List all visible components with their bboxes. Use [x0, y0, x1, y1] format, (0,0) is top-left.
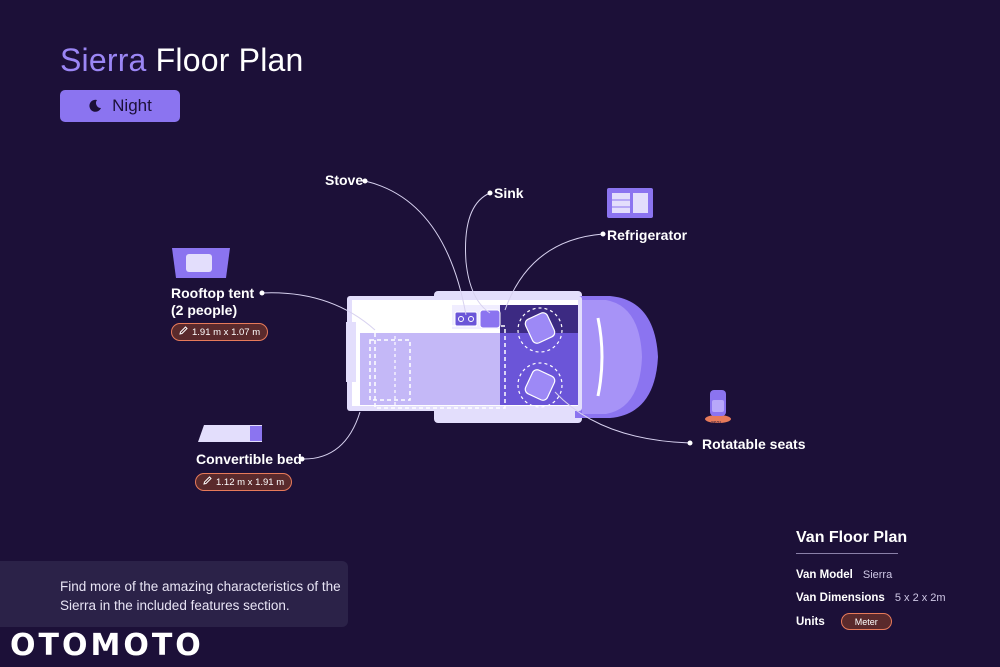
- spec-dimensions-value: 5 x 2 x 2m: [894, 592, 946, 604]
- leader-lines: [261, 180, 691, 460]
- spec-row-model: Van Model Sierra: [796, 569, 892, 581]
- refrigerator-label: Refrigerator: [607, 227, 688, 243]
- rooftop-tent-dimensions-badge: 1.91 m x 1.07 m: [171, 323, 269, 341]
- bed-icon: [198, 425, 262, 442]
- fridge-icon: [607, 188, 653, 218]
- van-outline: [346, 291, 658, 423]
- rooftop-tent-dimensions: 1.91 m x 1.07 m: [192, 326, 261, 338]
- mode-button-label: Night: [112, 96, 152, 115]
- pencil-icon: [203, 476, 212, 488]
- leader-dots: [259, 178, 693, 462]
- seat-icon: [705, 390, 731, 423]
- specs-title: Van Floor Plan: [796, 529, 908, 546]
- convertible-bed-dimensions: 1.12 m x 1.91 m: [216, 476, 285, 488]
- title-suffix: Floor Plan: [146, 42, 304, 78]
- sink-label: Sink: [494, 185, 524, 201]
- spec-row-dimensions: Van Dimensions 5 x 2 x 2m: [796, 592, 946, 604]
- rooftop-tent-capacity: (2 people): [171, 302, 238, 318]
- rooftop-tent-label: Rooftop tent (2 people): [171, 285, 254, 319]
- spec-dimensions-key: Van Dimensions: [796, 592, 885, 604]
- features-info-text: Find more of the amazing characteristics…: [60, 579, 341, 613]
- features-info-box: Find more of the amazing characteristics…: [0, 561, 348, 627]
- convertible-bed-dimensions-badge: 1.12 m x 1.91 m: [195, 473, 293, 491]
- seat-rotation-badge: 360°: [711, 421, 722, 427]
- page-title: Sierra Floor Plan: [60, 42, 304, 79]
- spec-model-key: Van Model: [796, 569, 853, 581]
- specs-divider: [796, 553, 898, 554]
- rooftop-tent-title: Rooftop tent: [171, 285, 255, 301]
- tent-icon: [172, 248, 230, 278]
- spec-model-value: Sierra: [862, 569, 893, 581]
- night-mode-button[interactable]: Night: [60, 90, 180, 122]
- spec-row-units: Units Meter: [796, 613, 892, 630]
- stove-label: Stove: [325, 172, 364, 188]
- rotatable-seats-label: Rotatable seats: [702, 436, 806, 452]
- pencil-icon: [179, 326, 188, 338]
- otomoto-logo[interactable]: OTOMOTO: [10, 628, 204, 663]
- moon-icon: [88, 99, 102, 113]
- convertible-bed-label: Convertible bed: [196, 451, 302, 467]
- title-model-name: Sierra: [60, 42, 147, 78]
- units-toggle-button[interactable]: Meter: [840, 613, 892, 630]
- spec-units-key: Units: [796, 615, 825, 628]
